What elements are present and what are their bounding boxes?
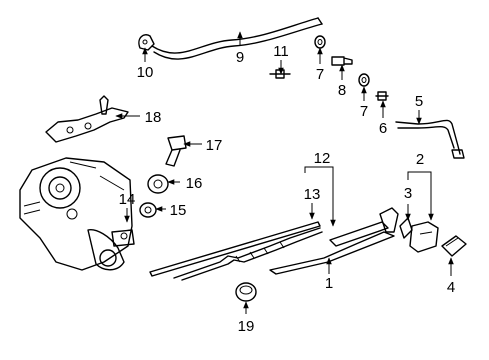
callout-17: 17 [206, 137, 223, 154]
callout-18: 18 [145, 109, 162, 126]
callout-7a: 7 [316, 66, 324, 83]
wiper-arm-part [269, 207, 399, 275]
pivot-cover-part [409, 221, 439, 253]
callout-2: 2 [416, 151, 424, 168]
leader-lines [115, 31, 454, 314]
washer-hose-part [151, 17, 323, 60]
callout-16: 16 [186, 175, 203, 192]
callout-15: 15 [170, 202, 187, 219]
callout-1: 1 [325, 275, 333, 292]
nut-part [139, 202, 157, 218]
callout-8: 8 [338, 82, 346, 99]
connector-part [269, 69, 291, 79]
callout-12: 12 [314, 150, 331, 167]
callout-5: 5 [415, 93, 423, 110]
callout-4: 4 [447, 279, 455, 296]
hose-clip-part [138, 34, 155, 51]
wiper-blade-part [149, 221, 323, 281]
grommet-part-lower [358, 73, 370, 87]
callout-9: 9 [236, 49, 244, 66]
callout-19: 19 [238, 318, 255, 335]
nozzle-part [331, 56, 353, 66]
bushing-part [147, 174, 169, 194]
wiper-motor-part [19, 157, 135, 271]
callout-14: 14 [119, 191, 136, 208]
callout-11: 11 [273, 43, 289, 60]
grommet-part-upper [314, 35, 326, 49]
callout-10: 10 [137, 64, 154, 81]
bolt-part [165, 135, 187, 167]
check-valve-part [375, 91, 389, 101]
callout-3: 3 [404, 185, 412, 202]
pivot-bracket-part [45, 95, 129, 143]
arm-cap-part [399, 217, 413, 239]
clip-part [441, 235, 467, 257]
callout-13: 13 [304, 186, 321, 203]
hose-with-fitting-part [395, 119, 465, 159]
callout-7b: 7 [360, 103, 368, 120]
callout-6: 6 [379, 120, 387, 137]
round-cap-part [235, 282, 257, 302]
